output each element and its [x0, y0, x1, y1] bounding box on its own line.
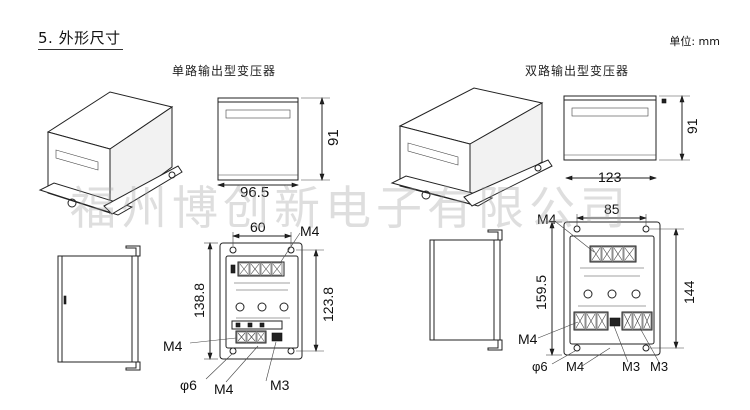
dual-screw-m3-label: M3 — [622, 359, 640, 374]
single-side-width-label: 96.5 — [240, 184, 269, 201]
section-heading: 5. 外形尺寸 — [38, 27, 123, 50]
single-terminal-bottom-label: M4 — [163, 338, 183, 354]
dual-output-title: 双路输出型变压器 — [525, 64, 630, 78]
single-screw-m3-label: M3 — [270, 377, 290, 393]
single-terminal-top-label: M4 — [300, 223, 320, 239]
dual-isometric-view — [390, 87, 553, 207]
single-front-view — [189, 232, 324, 383]
single-isometric-view — [38, 91, 183, 216]
dual-side-height-label: 91 — [684, 118, 700, 134]
dual-height-outer-label: 159.5 — [533, 275, 549, 310]
single-height-outer-label: 138.8 — [191, 283, 207, 318]
dual-screw-bottom-label: M4 — [566, 359, 584, 374]
unit-label: 单位: mm — [669, 35, 720, 48]
single-hole-spacing-label: 60 — [250, 219, 266, 235]
single-side-height-label: 91 — [325, 129, 342, 146]
dual-end-view — [429, 229, 503, 351]
dual-terminal-top-label: M4 — [537, 211, 557, 227]
dual-front-view — [537, 214, 684, 367]
single-screw-bottom-label: M4 — [214, 381, 234, 397]
dual-height-inner-label: 144 — [681, 280, 697, 304]
dual-hole-dia-label: φ6 — [532, 359, 548, 374]
dual-terminal-right-label: M3 — [650, 359, 668, 374]
dual-side-width-label: 123 — [598, 169, 622, 185]
single-side-view — [217, 97, 330, 188]
single-output-title: 单路输出型变压器 — [172, 64, 277, 78]
dual-side-view — [563, 95, 690, 181]
dual-terminal-left-label: M4 — [518, 331, 538, 347]
single-end-view — [57, 245, 141, 371]
dual-hole-spacing-label: 85 — [604, 201, 620, 217]
single-height-inner-label: 123.8 — [320, 287, 336, 322]
single-hole-dia-label: φ6 — [180, 377, 197, 393]
